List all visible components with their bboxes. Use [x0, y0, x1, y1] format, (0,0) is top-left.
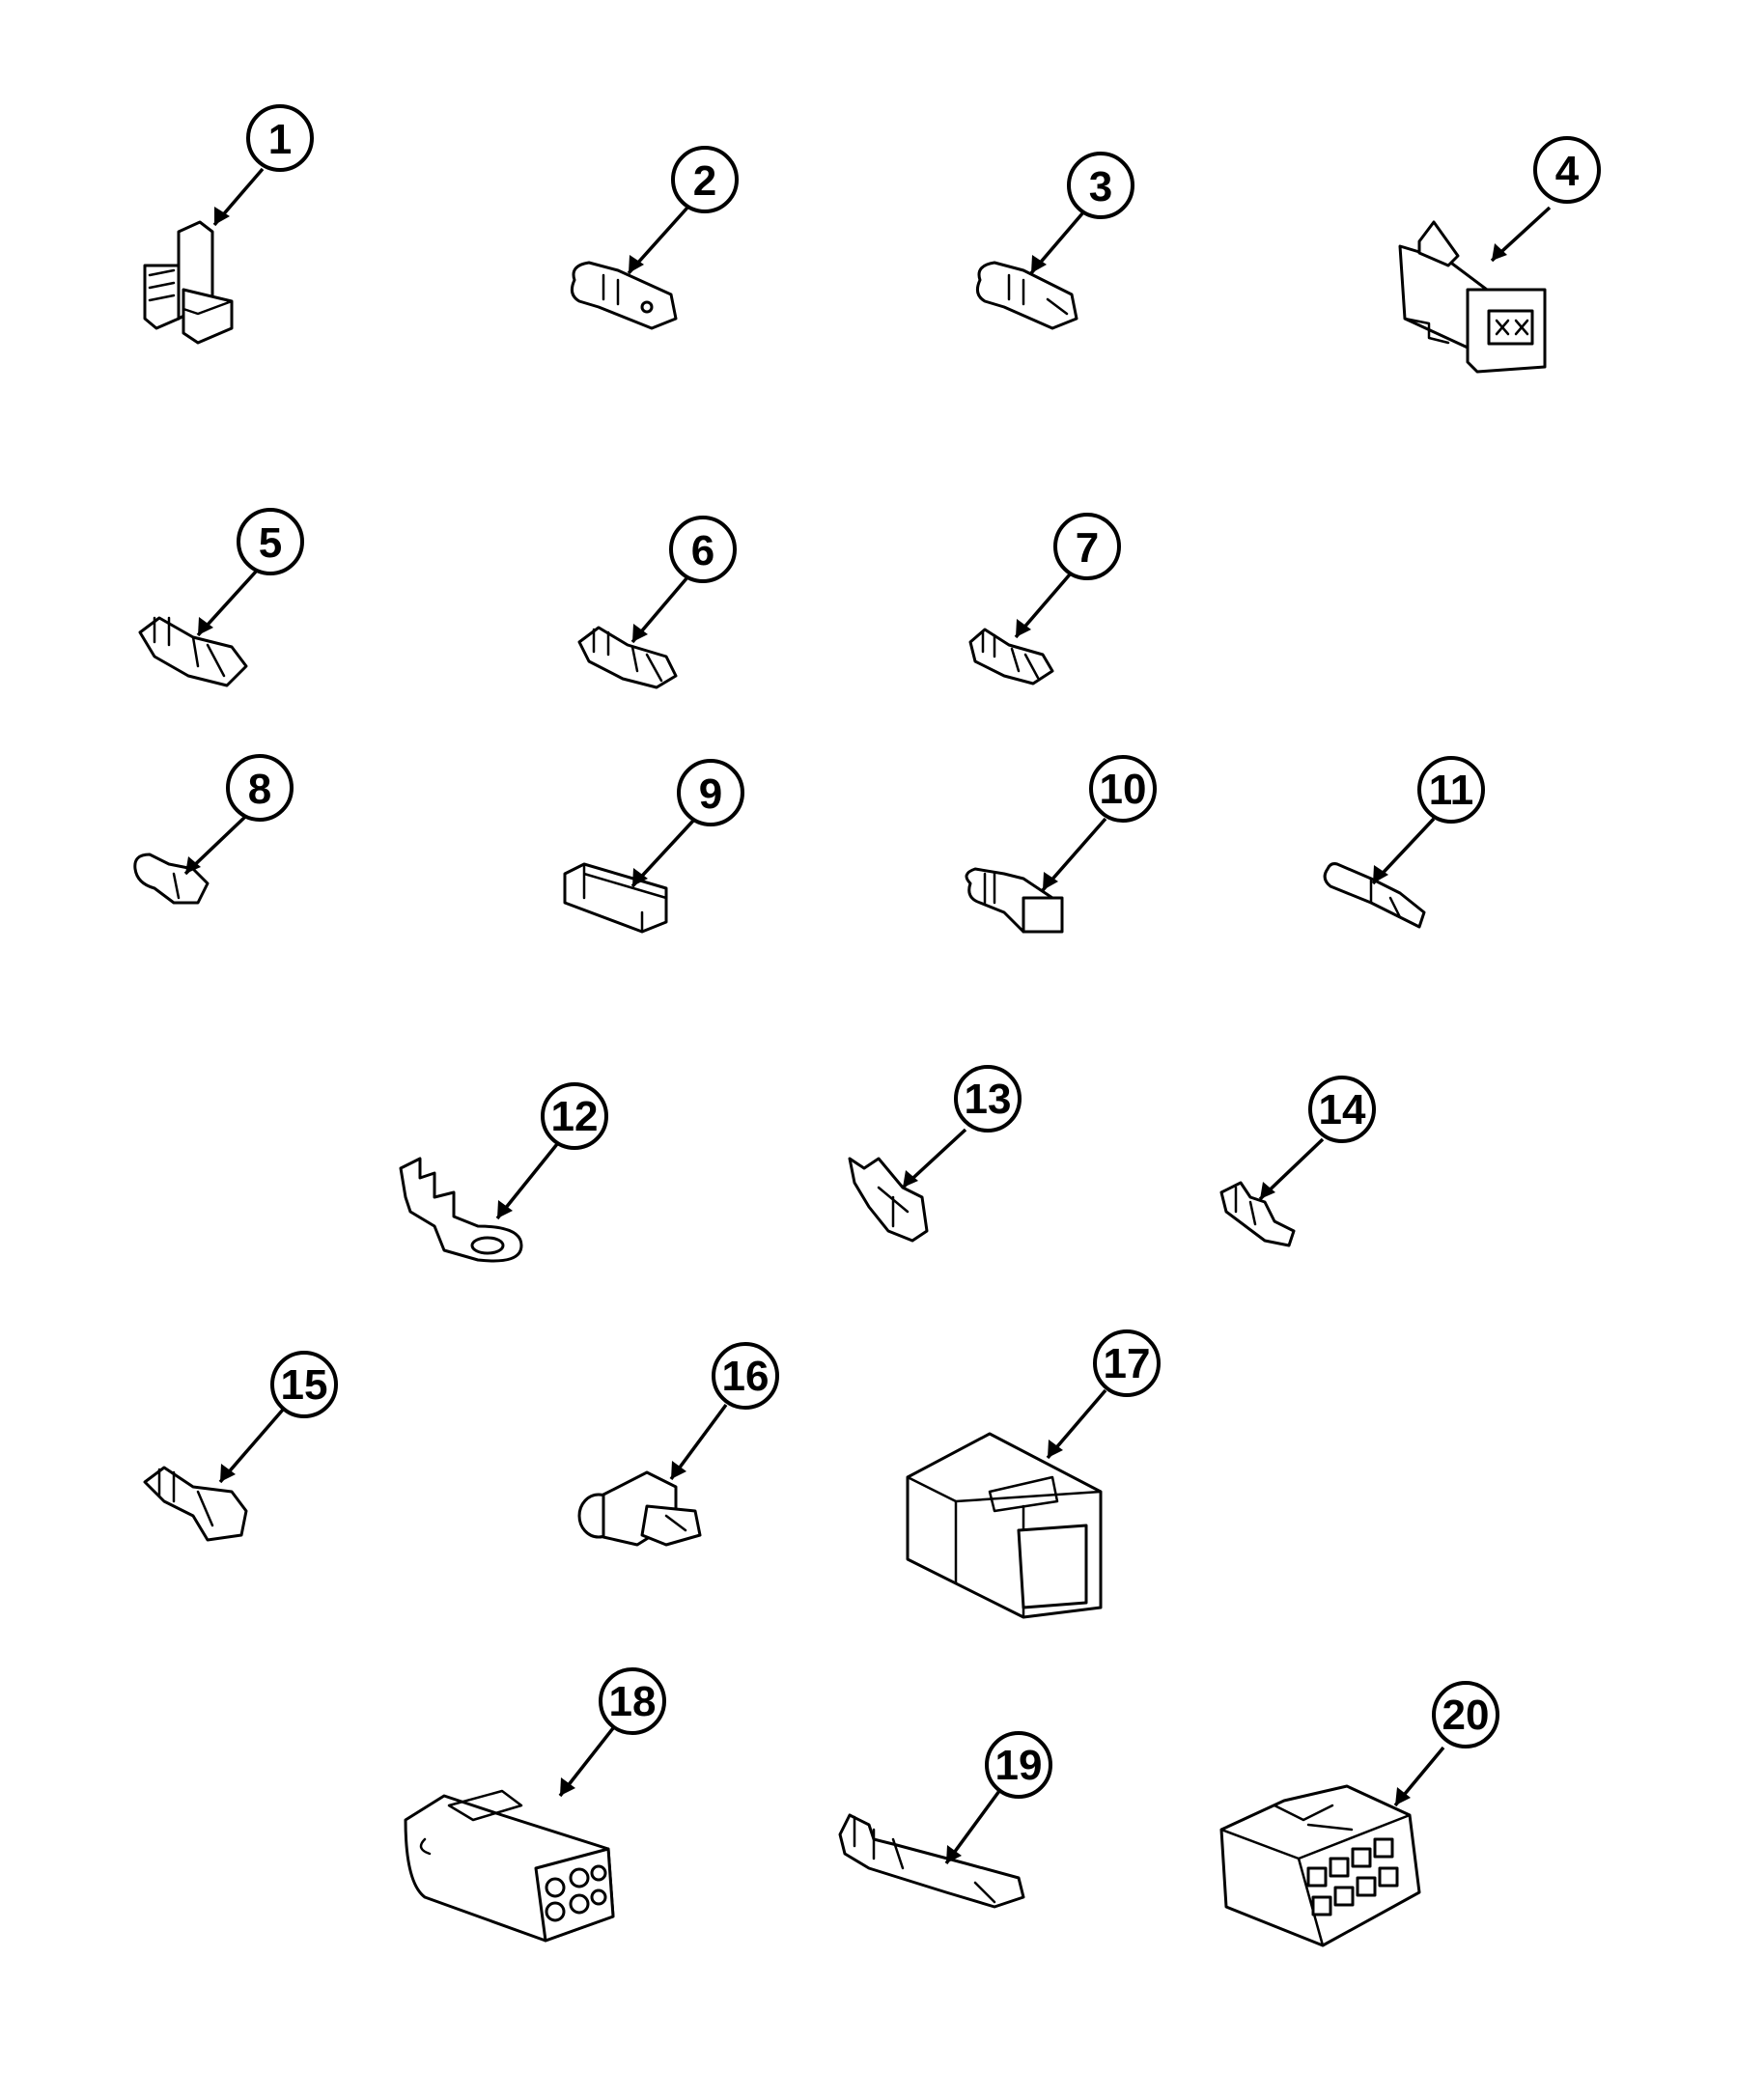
- part-5-drawing: [138, 616, 248, 687]
- part-20-drawing: [1219, 1784, 1421, 1947]
- part-15-drawing: [143, 1466, 248, 1542]
- leader-16: [669, 1403, 728, 1481]
- callout-18-label: 18: [609, 1678, 657, 1725]
- callout-10-label: 10: [1100, 766, 1147, 813]
- callout-15: 15: [270, 1351, 338, 1418]
- callout-17: 17: [1093, 1329, 1161, 1397]
- part-2-drawing: [570, 261, 678, 330]
- callout-19: 19: [985, 1731, 1052, 1799]
- callout-9-label: 9: [699, 770, 722, 818]
- callout-11-label: 11: [1429, 767, 1474, 814]
- part-7-drawing: [968, 628, 1054, 685]
- callout-4-label: 4: [1555, 148, 1580, 195]
- callout-6: 6: [669, 516, 737, 583]
- part-12-drawing: [399, 1157, 523, 1263]
- callout-5: 5: [237, 508, 304, 575]
- callout-8: 8: [226, 754, 294, 822]
- callout-13-label: 13: [965, 1076, 1012, 1123]
- callout-16-label: 16: [722, 1353, 770, 1400]
- leader-arrowheads: [185, 207, 1507, 1863]
- part-1-drawing: [143, 220, 234, 345]
- callout-11: 11: [1417, 756, 1485, 824]
- callout-2-label: 2: [693, 157, 716, 205]
- callout-1-label: 1: [268, 116, 292, 163]
- part-9-drawing: [563, 862, 668, 934]
- callout-4: 4: [1533, 136, 1601, 204]
- callout-9: 9: [677, 759, 744, 826]
- part-17-drawing: [906, 1432, 1103, 1619]
- callout-3: 3: [1067, 152, 1134, 219]
- callout-12: 12: [541, 1082, 608, 1150]
- leader-12: [495, 1142, 559, 1220]
- callout-17-label: 17: [1104, 1340, 1151, 1387]
- callout-20-label: 20: [1442, 1692, 1490, 1739]
- callout-7: 7: [1053, 513, 1121, 580]
- callout-3-label: 3: [1089, 163, 1112, 210]
- callout-14-label: 14: [1319, 1086, 1366, 1133]
- part-10-drawing: [965, 867, 1064, 934]
- callout-19-label: 19: [995, 1742, 1043, 1789]
- callout-6-label: 6: [691, 527, 714, 574]
- part-4-drawing: [1398, 220, 1547, 374]
- callout-7-label: 7: [1076, 524, 1099, 572]
- callout-18: 18: [599, 1667, 666, 1735]
- callout-16: 16: [712, 1342, 779, 1410]
- callout-1: 1: [246, 104, 314, 172]
- part-19-drawing: [838, 1813, 1025, 1909]
- callout-15-label: 15: [281, 1361, 328, 1409]
- part-14-drawing: [1219, 1181, 1296, 1247]
- part-3-drawing: [975, 261, 1078, 330]
- callout-10: 10: [1089, 755, 1157, 823]
- part-6-drawing: [577, 626, 678, 689]
- part-16-drawing: [577, 1470, 702, 1547]
- part-8-drawing: [133, 853, 210, 905]
- callout-2: 2: [671, 146, 739, 213]
- callout-12-label: 12: [551, 1093, 599, 1140]
- callout-20: 20: [1432, 1681, 1499, 1748]
- part-18-drawing: [404, 1789, 615, 1943]
- callout-8-label: 8: [248, 766, 271, 813]
- callout-5-label: 5: [259, 519, 282, 567]
- leader-lines: [183, 167, 1552, 1865]
- part-11-drawing: [1323, 862, 1426, 929]
- callout-14: 14: [1308, 1076, 1376, 1143]
- part-13-drawing: [848, 1157, 929, 1243]
- callout-13: 13: [954, 1065, 1022, 1133]
- leader-15: [218, 1408, 285, 1484]
